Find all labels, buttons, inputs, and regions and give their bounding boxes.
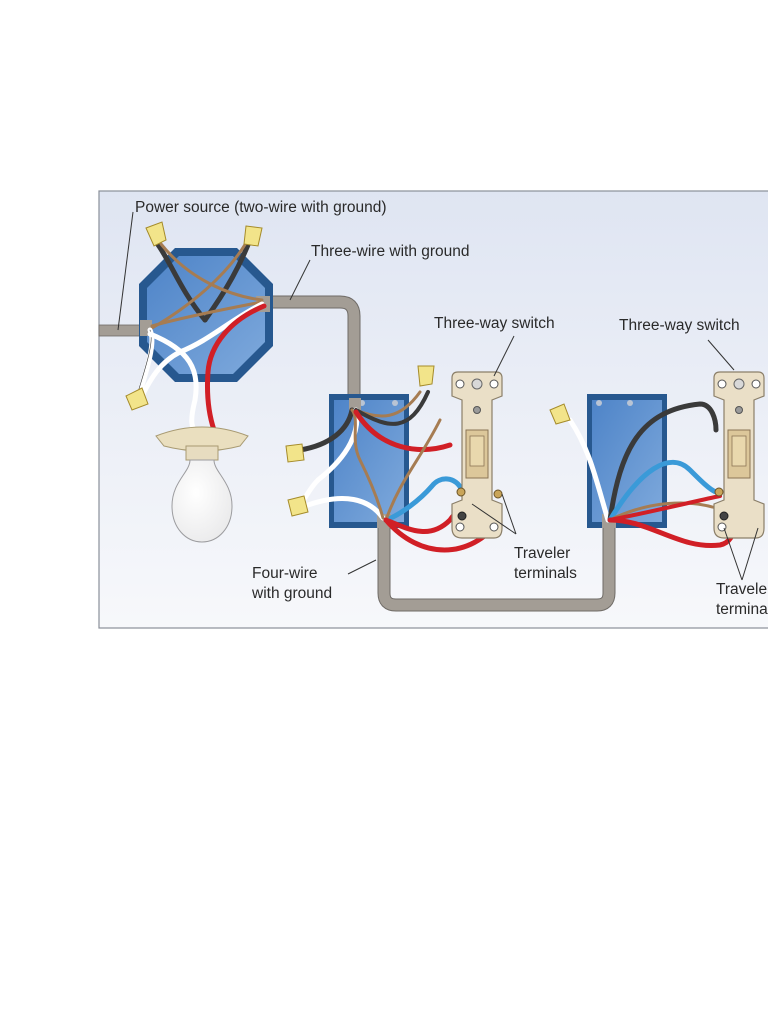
switch-box-2-wires — [567, 401, 737, 549]
label-traveler-1-line1: Traveler — [514, 545, 570, 562]
light-fixture — [155, 426, 249, 543]
callout-lines — [117, 211, 759, 581]
label-traveler-2-line1: Traveler — [716, 581, 768, 598]
four-wire-cable — [377, 522, 616, 612]
label-four-wire-2: with ground — [251, 585, 332, 602]
switch-box-1-wire-nuts — [285, 365, 435, 517]
ceiling-box-wires — [137, 237, 267, 439]
label-three-wire: Three-wire with ground — [311, 243, 470, 260]
three-way-switch-1 — [451, 371, 503, 539]
label-traveler-2-line2: terminals — [716, 601, 768, 618]
label-switch-2: Three-way switch — [619, 317, 740, 334]
label-traveler-1-line2: terminals — [514, 565, 577, 582]
switch-box-2-wire-nuts — [549, 403, 571, 425]
label-power-source: Power source (two-wire with ground) — [135, 199, 387, 216]
power-source-cable — [98, 324, 145, 337]
switch-box-2 — [587, 394, 667, 528]
three-wire-cable — [268, 295, 361, 400]
label-switch-1: Three-way switch — [434, 315, 555, 332]
light-bulb — [171, 459, 233, 543]
label-four-wire-1: Four-wire — [252, 565, 317, 582]
ceiling-wire-nuts — [125, 221, 263, 411]
three-way-switch-2 — [713, 371, 765, 539]
